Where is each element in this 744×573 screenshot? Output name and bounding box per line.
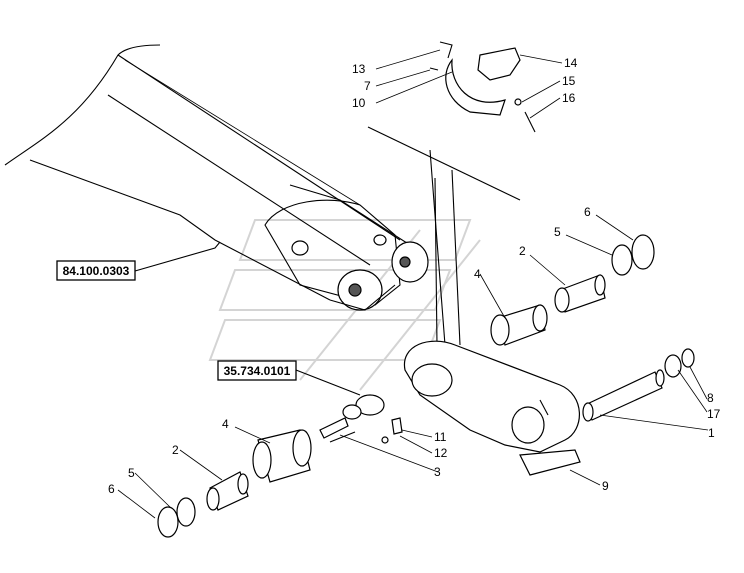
callout-numbers: 1 2 2 3 4 4 5 5 6 6 7 8 9 10 11 12 13 14… <box>108 56 721 496</box>
pin-assembly <box>582 348 695 422</box>
bushing-upper <box>490 274 606 346</box>
callout-17: 17 <box>707 407 721 421</box>
callout-4-upper: 4 <box>474 267 481 281</box>
link-lever <box>403 340 581 476</box>
reference-box-lube: 35.734.0101 <box>217 360 361 396</box>
lube-fitting-assembly <box>319 394 403 444</box>
callout-16: 16 <box>562 91 576 105</box>
callout-2-lower: 2 <box>172 443 179 457</box>
callout-1: 1 <box>708 426 715 440</box>
callout-9: 9 <box>602 479 609 493</box>
boom-arm <box>4 44 429 311</box>
o-rings-lower <box>157 497 196 538</box>
callout-4-lower: 4 <box>222 417 229 431</box>
callout-2-upper: 2 <box>519 244 526 258</box>
callout-6-upper: 6 <box>584 205 591 219</box>
callout-15: 15 <box>562 74 576 88</box>
cover-assembly <box>429 41 536 133</box>
callout-8: 8 <box>707 391 714 405</box>
callout-14: 14 <box>564 56 578 70</box>
callout-11: 11 <box>434 430 447 444</box>
callout-leaders <box>117 49 709 519</box>
bushing-lower <box>206 429 312 511</box>
callout-13: 13 <box>352 62 366 76</box>
callout-6-lower: 6 <box>108 482 115 496</box>
callout-10: 10 <box>352 96 366 110</box>
callout-7: 7 <box>364 79 371 93</box>
o-rings-upper <box>611 234 655 276</box>
lube-reference-label: 35.734.0101 <box>224 364 291 378</box>
reference-box-boom: 84.100.0303 <box>56 241 221 281</box>
boom-reference-label: 84.100.0303 <box>63 264 130 278</box>
guide-lines <box>367 126 521 346</box>
callout-12: 12 <box>434 446 448 460</box>
callout-5-lower: 5 <box>128 466 135 480</box>
callout-5-upper: 5 <box>554 225 561 239</box>
callout-3: 3 <box>434 465 441 479</box>
